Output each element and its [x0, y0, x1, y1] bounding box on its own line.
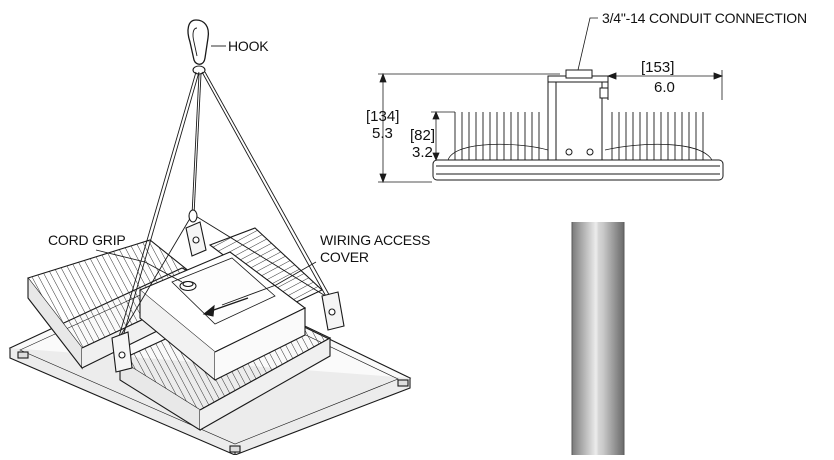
- fixture-side-view: [432, 69, 724, 181]
- dim-height-mm: [134]: [366, 108, 399, 125]
- leader-cord-grip: [95, 249, 183, 283]
- side-fins-right: [604, 112, 713, 161]
- conduit-fitting: [565, 69, 593, 79]
- cover-arrow: [207, 297, 249, 313]
- label-wiring-cover: COVER: [320, 249, 369, 265]
- side-fins-left: [447, 112, 549, 161]
- mounting-pole: [571, 222, 625, 455]
- label-cord-grip: CORD GRIP: [48, 232, 126, 248]
- dimension-lines: [378, 17, 724, 184]
- hook-hardware: [187, 19, 210, 75]
- carabiner-hook: [187, 19, 210, 65]
- base-rail: [432, 159, 724, 181]
- label-hook: HOOK: [228, 38, 269, 54]
- dim-body-mm: [82]: [410, 127, 435, 144]
- leader-lines: [95, 45, 317, 306]
- side-housing: [555, 79, 603, 161]
- fixture-isometric: [8, 19, 412, 456]
- wire-ropes: [117, 71, 333, 341]
- dim-body-in: 3.2: [412, 144, 433, 161]
- leader-conduit: [577, 17, 598, 71]
- leader-wiring-cover: [221, 261, 317, 306]
- access-cover: [171, 257, 276, 325]
- dim-width-mm: [153]: [641, 59, 674, 76]
- label-wiring-access: WIRING ACCESS: [320, 232, 430, 248]
- dim-height-in: 5.3: [372, 125, 393, 142]
- dim-width-in: 6.0: [654, 79, 675, 96]
- label-conduit: 3/4"-14 CONDUIT CONNECTION: [602, 10, 807, 26]
